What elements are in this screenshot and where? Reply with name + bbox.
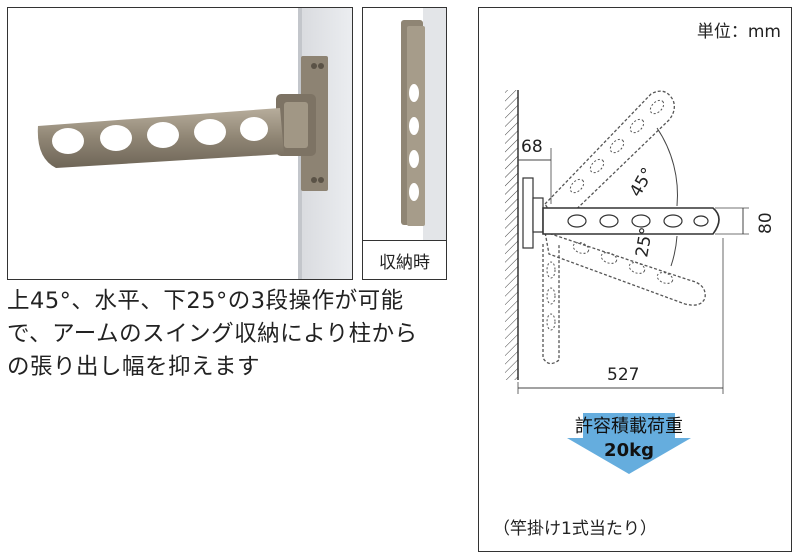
angle-25-label: 25° — [632, 226, 657, 259]
stored-caption: 収納時 — [363, 240, 446, 279]
angle-45-label: 45° — [626, 164, 658, 200]
description-line: 上45°、水平、下25°の3段操作が可能 — [7, 288, 404, 314]
product-photo-stored: 収納時 — [362, 7, 447, 280]
dim-80-label: 80 — [756, 212, 776, 234]
description-line: の張り出し幅を抑えます — [7, 354, 261, 380]
bracket-photo-illustration — [8, 8, 352, 279]
arm-stored-vertical — [542, 244, 560, 365]
wall-plate — [522, 177, 534, 249]
dimension-drawing: 45° 25° 68 80 527 許容積載荷重 20kg — [505, 90, 776, 474]
wall-hatch — [505, 90, 518, 380]
arm-lower-25 — [544, 231, 706, 306]
dim-68-label: 68 — [521, 137, 543, 157]
stored-bracket-illustration — [363, 8, 446, 243]
arm-upper-45 — [544, 90, 675, 228]
footnote: （竿掛け1式当たり） — [493, 519, 657, 539]
load-label: 許容積載荷重 — [575, 416, 683, 437]
product-photo-main — [7, 7, 353, 280]
unit-label: 単位：mm — [696, 22, 781, 42]
dim-527-label: 527 — [607, 365, 639, 385]
dimension-diagram: 単位：mm — [478, 7, 792, 552]
product-description: 上45°、水平、下25°の3段操作が可能 で、アームのスイング収納により柱から … — [7, 285, 462, 384]
arm-horizontal — [542, 207, 720, 235]
load-arrow — [567, 413, 691, 474]
load-value: 20kg — [604, 440, 654, 461]
description-line: で、アームのスイング収納により柱から — [7, 321, 418, 347]
